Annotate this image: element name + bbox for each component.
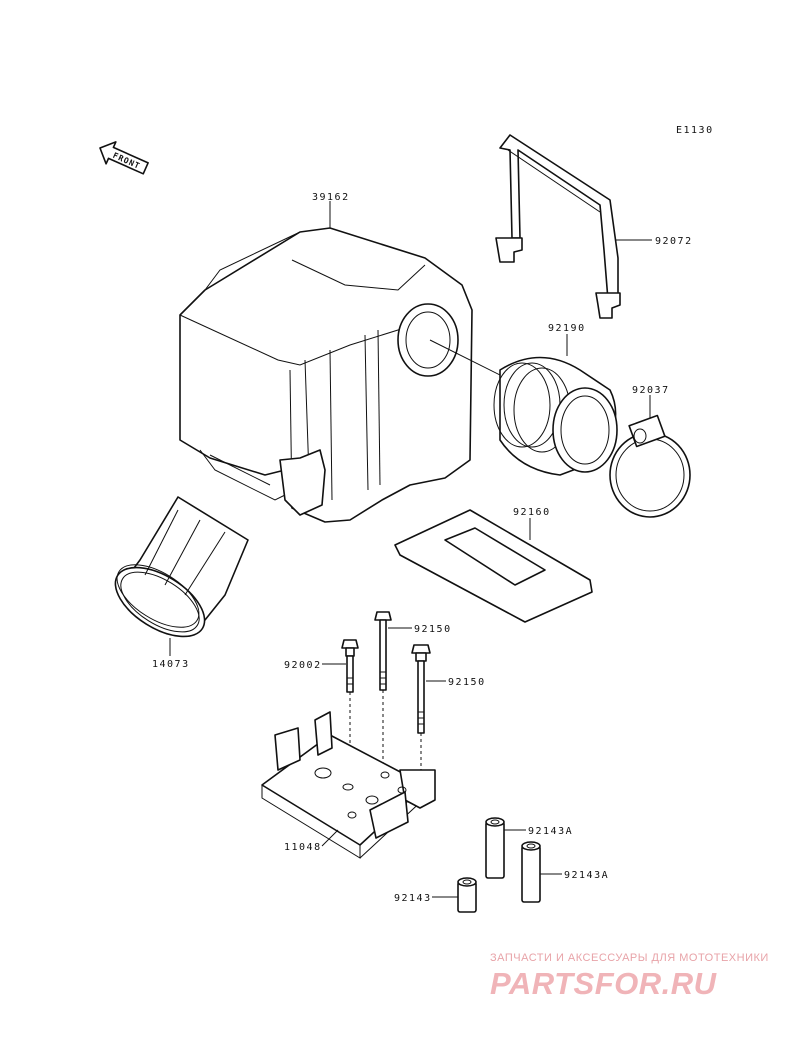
inlet-duct-14073	[114, 496, 249, 638]
air-filter-case-39162	[179, 227, 473, 523]
label-92143A-2: 92143A	[564, 870, 609, 881]
label-11048: 11048	[284, 842, 322, 853]
label-92072: 92072	[655, 236, 693, 247]
bolt-92150	[411, 644, 431, 734]
label-92143A-1: 92143A	[528, 826, 573, 837]
bolt-92002	[341, 639, 359, 693]
label-92150-right: 92150	[448, 677, 486, 688]
label-92150-top: 92150	[414, 624, 452, 635]
label-39162: 39162	[312, 192, 350, 203]
label-92143: 92143	[394, 893, 432, 904]
diagram-code: E1130	[676, 125, 714, 136]
strap-92072	[495, 134, 621, 319]
watermark-tagline: ЗАПЧАСТИ И АКСЕССУАРЫ ДЛЯ МОТОТЕХНИКИ	[490, 952, 769, 964]
bolt-92150-long	[374, 611, 392, 691]
label-92160: 92160	[513, 507, 551, 518]
label-92002: 92002	[284, 660, 322, 671]
intake-boot-92190	[493, 356, 618, 476]
bracket-11048	[261, 711, 436, 859]
watermark-logo: PARTSFOR.RU	[490, 966, 717, 1001]
collar-92143	[457, 877, 477, 913]
collar-92143A-1	[485, 817, 505, 879]
label-92190: 92190	[548, 323, 586, 334]
hose-clamp-92037	[609, 414, 691, 518]
collar-92143A-2	[521, 841, 541, 903]
label-14073: 14073	[152, 659, 190, 670]
front-arrow-icon: FRONT	[99, 141, 149, 175]
pad-92160	[394, 509, 593, 623]
label-92037: 92037	[632, 385, 670, 396]
